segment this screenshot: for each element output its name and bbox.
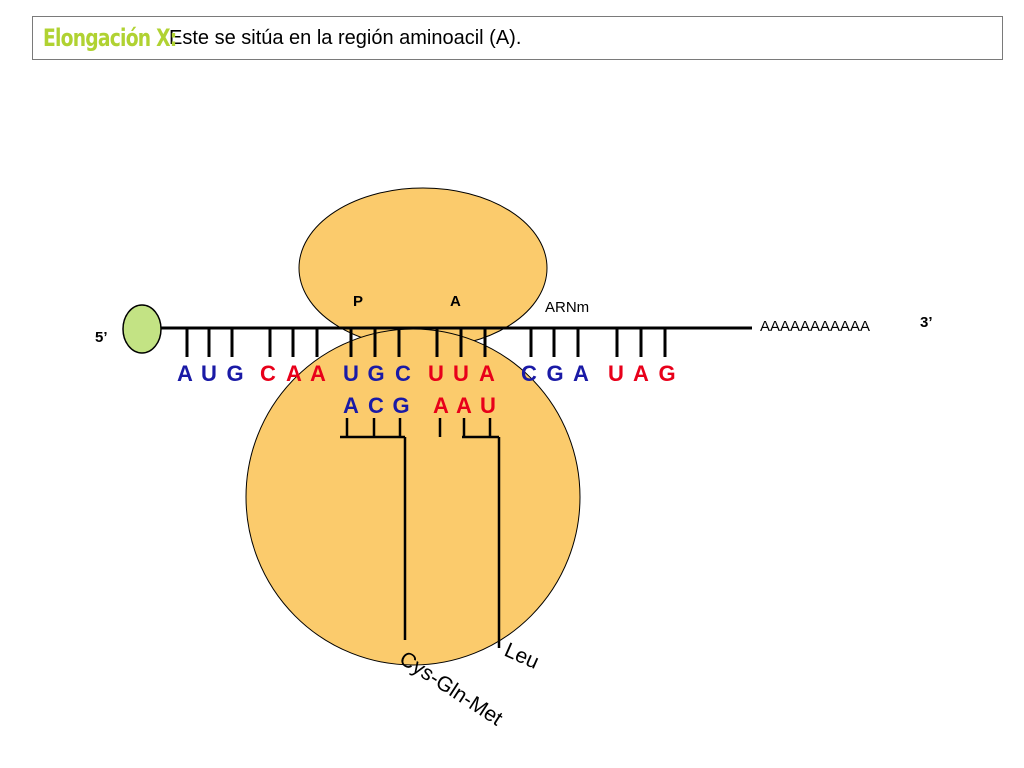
anticodon-base: A [343,393,359,418]
mrna-ticks [185,328,667,357]
ribosome [245,187,581,666]
mrna-label: ARNm [545,299,589,316]
poly-a-tail: AAAAAAAAAAA [760,318,870,335]
codon-base: U [428,361,444,386]
peptide-a-site: Leu [501,639,542,674]
anticodon-base: A [433,393,449,418]
codon-base: G [226,361,243,386]
codon-base: G [367,361,384,386]
codon-base: C [395,361,411,386]
anticodon-base: G [392,393,409,418]
trna-a-site [438,418,501,648]
codon-base: U [608,361,624,386]
ribosome-small-subunit [298,187,548,349]
codon-base: G [546,361,563,386]
codon-base: C [521,361,537,386]
codon-base: A [310,361,326,386]
title-box: Elongación X: Este se sitúa en la región… [32,16,1003,60]
codon-base: A [633,361,649,386]
codon-base: C [260,361,276,386]
anticodon-base: A [456,393,472,418]
codon-base: A [479,361,495,386]
codon-base: A [286,361,302,386]
anticodon-base: U [480,393,496,418]
codon-base: A [573,361,589,386]
site-p-label: P [353,293,363,310]
codon-base: G [658,361,675,386]
codon-base: U [201,361,217,386]
site-a-label: A [450,293,461,310]
end-5-label: 5’ [95,329,108,346]
trna-p-site [340,418,407,640]
codon-base: U [453,361,469,386]
end-3-label: 3’ [920,314,933,331]
title-text: Este se sitúa en la región aminoacil (A)… [169,26,522,49]
mrna-5-cap [122,304,162,354]
codon-base: A [177,361,193,386]
codon-base: U [343,361,359,386]
anticodon-base: C [368,393,384,418]
